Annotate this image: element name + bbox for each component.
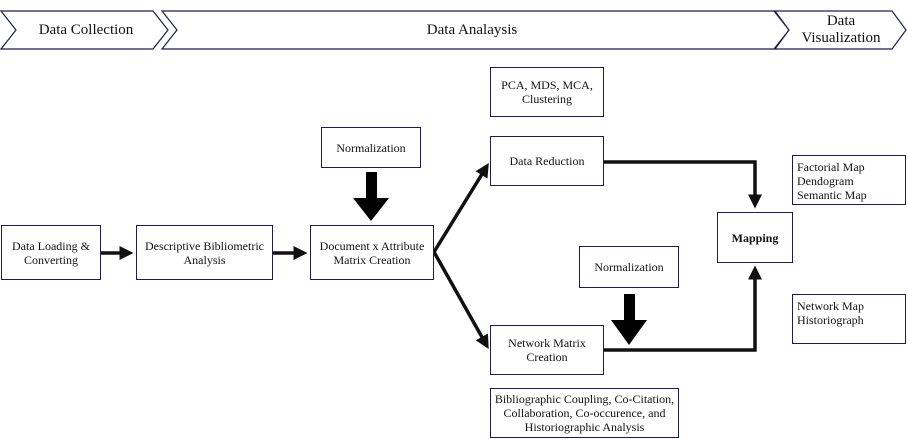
network-map-box: Network Map Historiograph (792, 294, 906, 344)
semantic-map-label: Semantic Map (797, 188, 867, 202)
normalization-top-box: Normalization (321, 127, 421, 168)
descriptive-analysis-box: Descriptive Bibliometric Analysis (136, 225, 273, 280)
historiograph-label: Historiograph (797, 313, 864, 327)
phase-data-analysis: Data Analaysis (426, 21, 518, 38)
phase-data-visualization: Data Visualization (801, 13, 881, 46)
pca-box: PCA, MDS, MCA, Clustering (490, 67, 604, 117)
network-matrix-box: Network Matrix Creation (490, 325, 604, 375)
arrow-matrix-to-network (432, 251, 489, 350)
arrow-reduction-to-mapping (604, 160, 762, 209)
bibliographic-box: Bibliographic Coupling, Co-Citation, Col… (490, 388, 679, 438)
factorial-map-label: Factorial Map (797, 160, 865, 174)
normalization-bottom-box: Normalization (579, 246, 679, 288)
data-reduction-box: Data Reduction (490, 136, 604, 186)
normalization-arrow-top (353, 172, 389, 221)
arrow-network-to-mapping (604, 265, 762, 352)
network-map-label: Network Map (797, 299, 864, 313)
document-matrix-box: Document x Attribute Matrix Creation (310, 225, 434, 280)
phase-chevron-analysis (160, 10, 790, 50)
normalization-arrow-bottom (611, 294, 647, 345)
phase-chevron-visualization (773, 10, 907, 50)
dendogram-label: Dendogram (797, 174, 854, 188)
arrow-matrix-to-reduction (432, 163, 489, 253)
mapping-box: Mapping (717, 212, 793, 263)
data-loading-box: Data Loading & Converting (1, 225, 101, 280)
phase-data-collection: Data Collection (38, 21, 134, 38)
phase-chevron-collection (0, 10, 169, 50)
factorial-map-box: Factorial Map Dendogram Semantic Map (792, 155, 906, 205)
